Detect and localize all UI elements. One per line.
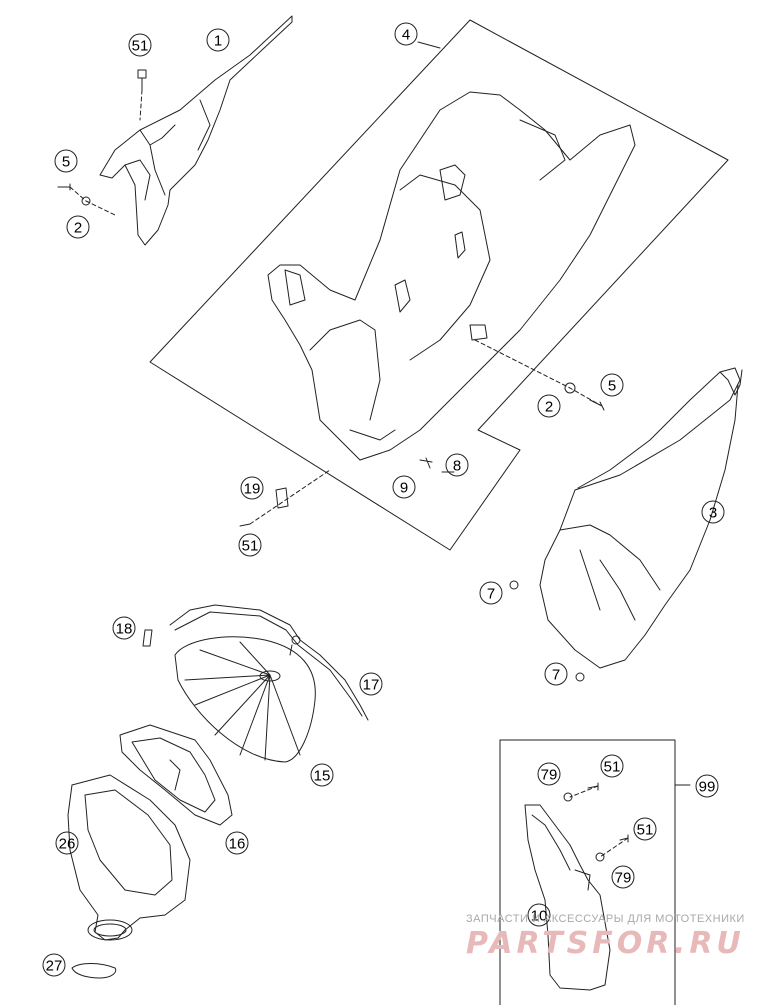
callout-51-kit-lower: 51	[633, 817, 657, 841]
callout-51b-label: 51	[242, 538, 259, 555]
part-10-kit-cover	[524, 804, 611, 991]
callout-51a-label: 51	[132, 38, 149, 55]
callout-99-label: 99	[699, 779, 716, 796]
callout-16-label: 16	[229, 836, 246, 853]
callout-19-label: 19	[244, 481, 261, 498]
part-18-pin	[142, 629, 153, 647]
callout-1: 1	[206, 28, 230, 52]
callout-16: 16	[225, 831, 249, 855]
callout-19: 19	[240, 476, 264, 500]
callout-51-kit-upper: 51	[600, 754, 624, 778]
callout-3: 3	[701, 500, 725, 524]
part-27-clamp	[71, 963, 117, 979]
callout-79b-label: 79	[615, 870, 632, 887]
callout-15: 15	[310, 763, 334, 787]
callout-51d-label: 51	[637, 822, 654, 839]
callout-1-label: 1	[214, 33, 222, 50]
callout-7b-label: 7	[552, 667, 560, 684]
callout-8: 8	[445, 453, 469, 477]
callout-5a-label: 5	[62, 154, 70, 171]
callout-7-upper: 7	[479, 581, 503, 605]
callout-5-left: 5	[54, 149, 78, 173]
callout-51-top: 51	[128, 33, 152, 57]
callout-2a-label: 2	[74, 220, 82, 237]
callout-17-label: 17	[363, 677, 380, 694]
callout-7a-label: 7	[487, 586, 495, 603]
callout-79-lower: 79	[611, 865, 635, 889]
callout-79-upper: 79	[537, 762, 561, 786]
callout-17: 17	[359, 672, 383, 696]
callout-3-label: 3	[709, 505, 717, 522]
callout-18-label: 18	[116, 621, 133, 638]
assembly-4-frame	[149, 19, 729, 551]
callout-79a-label: 79	[541, 767, 558, 784]
callout-8-label: 8	[453, 458, 461, 475]
callout-4-label: 4	[402, 27, 410, 44]
callout-26: 26	[55, 831, 79, 855]
callout-5b-label: 5	[608, 378, 616, 395]
part-16-filter-support	[119, 724, 233, 826]
callouts: 1 51 5 2 4 5 2 3 8 9 19 51 7 7 18 17 15 …	[42, 22, 725, 977]
callout-2-left: 2	[66, 215, 90, 239]
part-1-bracket	[99, 15, 293, 246]
watermark-brand: PARTSFOR.RU	[466, 926, 745, 961]
leader-lines	[69, 89, 629, 858]
part-3-side-cover	[539, 367, 743, 669]
watermark-tagline: ЗАПЧАСТИ И АКСЕССУАРЫ ДЛЯ МОТОТЕХНИКИ	[466, 913, 745, 925]
callout-9: 9	[392, 475, 416, 499]
callout-51c-label: 51	[604, 759, 621, 776]
callout-51-mid: 51	[238, 533, 262, 557]
kit-99-frame	[499, 739, 676, 1005]
callout-9-label: 9	[400, 480, 408, 497]
part-26-intake-boot	[67, 774, 191, 941]
part-15-air-filter	[174, 636, 316, 763]
callout-15-label: 15	[314, 768, 331, 785]
callout-5-right: 5	[600, 373, 624, 397]
callout-10: 10	[527, 903, 551, 927]
callout-7-lower: 7	[544, 662, 568, 686]
callout-99: 99	[695, 774, 719, 798]
callout-2-right: 2	[537, 394, 561, 418]
callout-2b-label: 2	[545, 399, 553, 416]
part-4-airbox	[267, 91, 636, 461]
callout-10-label: 10	[531, 908, 548, 925]
callout-4: 4	[394, 22, 418, 46]
hardware	[57, 69, 629, 862]
callout-27-label: 27	[46, 958, 63, 975]
callout-26-label: 26	[59, 836, 76, 853]
callout-18: 18	[112, 616, 136, 640]
leader-solid	[417, 41, 691, 786]
callout-27: 27	[42, 953, 66, 977]
